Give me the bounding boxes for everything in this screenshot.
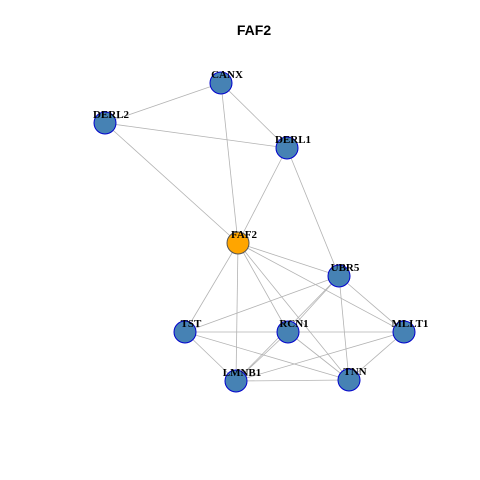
- edge-ubr5-mllt1: [338, 275, 405, 333]
- node-derl1: DERL1: [275, 134, 311, 160]
- node-circle-faf2: [226, 231, 250, 255]
- edge-rcn1-tnn: [287, 331, 350, 381]
- edge-faf2-lmnb1: [235, 242, 239, 382]
- edge-derl1-faf2: [237, 147, 288, 244]
- edge-ubr5-rcn1: [287, 275, 340, 333]
- edge-faf2-rcn1: [237, 242, 289, 333]
- node-tnn: TNN: [337, 366, 367, 392]
- node-label-mllt1: MLLT1: [392, 318, 429, 330]
- node-circle-tnn: [337, 368, 361, 392]
- node-derl2: DERL2: [93, 109, 130, 135]
- edge-rcn1-lmnb1: [235, 331, 289, 382]
- node-circle-lmnb1: [224, 369, 248, 393]
- edge-ubr5-tst: [184, 275, 340, 333]
- node-tst: TST: [173, 318, 202, 344]
- node-circle-canx: [209, 71, 233, 95]
- edge-faf2-mllt1: [237, 242, 405, 333]
- node-circle-tst: [173, 320, 197, 344]
- node-circle-rcn1: [276, 320, 300, 344]
- edge-faf2-tst: [184, 242, 239, 333]
- node-label-tnn: TNN: [343, 366, 366, 378]
- edge-layer: [104, 82, 405, 382]
- edge-lmnb1-tnn: [235, 379, 350, 382]
- edge-derl2-derl1: [104, 122, 288, 149]
- edge-mllt1-lmnb1: [235, 331, 405, 382]
- edge-canx-faf2: [220, 82, 239, 244]
- edge-tst-tnn: [184, 331, 350, 381]
- node-lmnb1: LMNB1: [223, 367, 262, 393]
- node-rcn1: RCN1: [276, 318, 309, 344]
- edge-tst-lmnb1: [184, 331, 237, 382]
- node-label-ubr5: UBR5: [331, 262, 360, 274]
- edge-ubr5-tnn: [338, 275, 350, 381]
- node-circle-derl1: [275, 136, 299, 160]
- node-circle-mllt1: [392, 320, 416, 344]
- edge-canx-derl1: [220, 82, 288, 149]
- node-label-faf2: FAF2: [231, 229, 258, 241]
- node-label-derl2: DERL2: [93, 109, 130, 121]
- node-circle-derl2: [93, 111, 117, 135]
- diagram-title: FAF2: [237, 22, 271, 38]
- node-label-derl1: DERL1: [275, 134, 311, 146]
- edge-derl1-ubr5: [286, 147, 340, 277]
- edge-mllt1-tnn: [348, 331, 405, 381]
- node-circle-ubr5: [327, 264, 351, 288]
- node-canx: CANX: [209, 69, 243, 95]
- node-mllt1: MLLT1: [392, 318, 429, 344]
- node-label-tst: TST: [181, 318, 202, 330]
- node-label-rcn1: RCN1: [279, 318, 308, 330]
- edge-derl2-faf2: [104, 122, 239, 244]
- node-label-lmnb1: LMNB1: [223, 367, 262, 379]
- edge-canx-derl2: [104, 82, 222, 124]
- edge-faf2-ubr5: [237, 242, 340, 277]
- node-faf2: FAF2: [226, 229, 258, 255]
- node-label-canx: CANX: [211, 69, 243, 81]
- node-ubr5: UBR5: [327, 262, 360, 288]
- edge-faf2-tnn: [237, 242, 350, 381]
